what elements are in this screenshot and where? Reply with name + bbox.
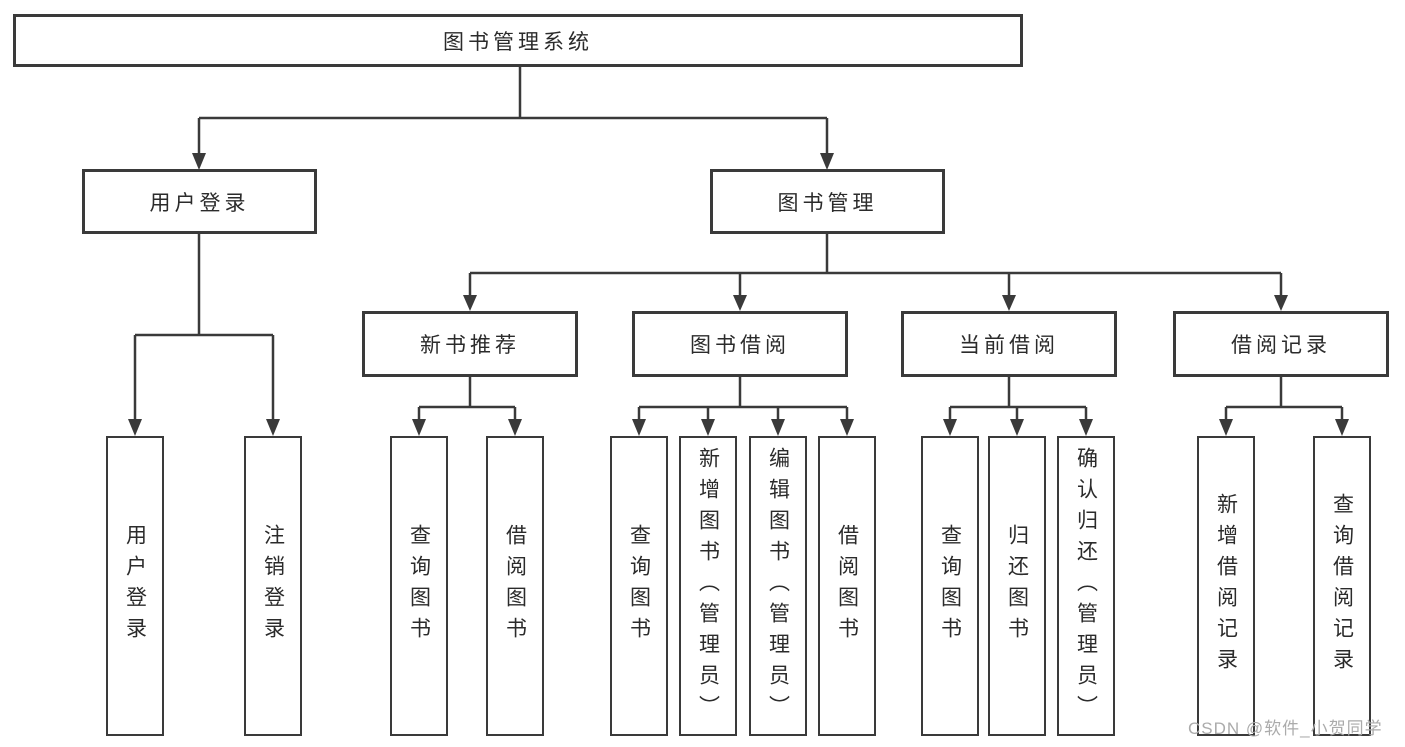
node-book-management-label: 图书管理 xyxy=(777,191,878,215)
node-book-borrow-label: 图书借阅 xyxy=(690,334,790,357)
leaf-query-borrow-record: 查询借阅记录 xyxy=(1313,436,1371,736)
arrowhead-down-icon xyxy=(192,153,206,170)
leaf-return-book: 归还图书 xyxy=(988,436,1046,736)
leaf-label: 注销登录 xyxy=(261,524,285,648)
arrowhead-down-icon xyxy=(733,295,747,311)
leaf-label: 查询借阅记录 xyxy=(1330,493,1354,679)
node-book-borrow: 图书借阅 xyxy=(632,311,848,377)
arrowheads xyxy=(128,153,1349,436)
csdn-watermark: CSDN @软件_小贺同学 xyxy=(1188,719,1383,738)
leaf-borrow-book: 借阅图书 xyxy=(818,436,876,736)
leaf-user-login: 用户登录 xyxy=(106,436,164,736)
node-borrow-records: 借阅记录 xyxy=(1173,311,1389,377)
leaf-add-book-admin: 新增图书（管理员） xyxy=(679,436,737,736)
arrowhead-down-icon xyxy=(266,419,280,436)
leaf-label: 归还图书 xyxy=(1005,524,1029,648)
node-root-label: 图书管理系统 xyxy=(443,30,593,54)
leaf-edit-book-admin: 编辑图书（管理员） xyxy=(749,436,807,736)
node-current-borrow-label: 当前借阅 xyxy=(959,334,1059,357)
leaf-borrow-book: 借阅图书 xyxy=(486,436,544,736)
connector-lines xyxy=(133,67,1344,421)
node-user-login-label: 用户登录 xyxy=(149,191,250,215)
arrowhead-down-icon xyxy=(128,419,142,436)
arrowhead-down-icon xyxy=(508,419,522,436)
arrowhead-down-icon xyxy=(632,419,646,436)
leaf-confirm-return-admin: 确认归还（管理员） xyxy=(1057,436,1115,736)
arrowhead-down-icon xyxy=(943,419,957,436)
leaf-label: 新增借阅记录 xyxy=(1214,493,1238,679)
arrowhead-down-icon xyxy=(412,419,426,436)
leaf-query-book: 查询图书 xyxy=(610,436,668,736)
arrowhead-down-icon xyxy=(840,419,854,436)
node-user-login: 用户登录 xyxy=(82,169,317,234)
node-current-borrow: 当前借阅 xyxy=(901,311,1117,377)
arrowhead-down-icon xyxy=(463,295,477,311)
arrowhead-down-icon xyxy=(1079,419,1093,436)
leaf-label: 用户登录 xyxy=(123,524,147,648)
leaf-label: 查询图书 xyxy=(407,524,431,648)
leaf-label: 查询图书 xyxy=(627,524,651,648)
leaf-label: 编辑图书（管理员） xyxy=(766,446,790,726)
arrowhead-down-icon xyxy=(1335,419,1349,436)
leaf-logout-login: 注销登录 xyxy=(244,436,302,736)
leaf-label: 借阅图书 xyxy=(835,524,859,648)
arrowhead-down-icon xyxy=(820,153,834,170)
leaf-label: 借阅图书 xyxy=(503,524,527,648)
arrowhead-down-icon xyxy=(1274,295,1288,311)
arrowhead-down-icon xyxy=(1219,419,1233,436)
leaf-label: 确认归还（管理员） xyxy=(1074,446,1098,726)
arrowhead-down-icon xyxy=(1010,419,1024,436)
leaf-label: 查询图书 xyxy=(938,524,962,648)
node-borrow-records-label: 借阅记录 xyxy=(1231,334,1331,357)
node-book-management: 图书管理 xyxy=(710,169,945,234)
leaf-query-book: 查询图书 xyxy=(390,436,448,736)
arrowhead-down-icon xyxy=(771,419,785,436)
leaf-add-borrow-record: 新增借阅记录 xyxy=(1197,436,1255,736)
leaf-query-book: 查询图书 xyxy=(921,436,979,736)
arrowhead-down-icon xyxy=(1002,295,1016,311)
arrowhead-down-icon xyxy=(701,419,715,436)
leaf-label: 新增图书（管理员） xyxy=(696,446,720,726)
node-new-book-recommend: 新书推荐 xyxy=(362,311,578,377)
node-root: 图书管理系统 xyxy=(13,14,1023,67)
node-new-book-recommend-label: 新书推荐 xyxy=(420,334,520,357)
